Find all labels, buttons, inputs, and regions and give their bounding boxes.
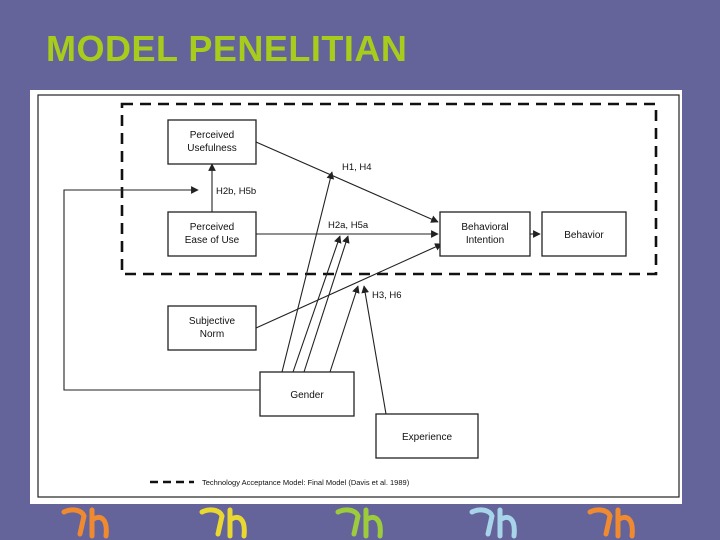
node-label-line1: Behavior [564,230,604,241]
node-label-line2: Ease of Use [185,235,240,246]
edge-gender-loop-to-h2b [63,186,260,391]
node-experience: Experience [375,413,479,459]
edge-gender-to-h3 [329,285,360,373]
node-subjective-norm: Subjective Norm [167,305,257,351]
hook-glyph-icon [199,507,247,539]
node-label-line2: Usefulness [187,143,236,154]
footer-decoration [0,504,720,540]
edge-gender-to-h2a [292,235,342,373]
hypothesis-label-h1-h4: H1, H4 [342,162,372,173]
legend-text: Technology Acceptance Model: Final Model… [202,478,410,487]
edge-usefulness-to-intention [255,141,439,223]
node-label-line1: Gender [290,390,324,401]
edge-experience-to-h3 [361,285,387,415]
edge-norm-to-intention [255,243,443,329]
tam-boundary-dashed [120,102,658,276]
hook-glyph-icon [335,507,383,539]
node-label-line1: Perceived [190,130,234,141]
hypothesis-label-h2a-h5a: H2a, H5a [328,220,369,231]
node-label-line2: Norm [200,329,224,340]
research-model-diagram: Perceived Usefulness Perceived Ease of U… [37,94,680,498]
edges [63,141,541,415]
node-label-line1: Behavioral [461,222,508,233]
edge-gender-to-h2a-b [303,235,350,373]
figure-frame [37,94,680,498]
research-model-figure: Perceived Usefulness Perceived Ease of U… [30,90,682,504]
node-label-line1: Subjective [189,316,236,327]
edge-gender-to-h1 [281,171,335,373]
footer-glyph-row [61,507,635,539]
node-behavioral-intention: Behavioral Intention [439,211,531,257]
node-perceived-usefulness: Perceived Usefulness [167,119,257,165]
node-behavior: Behavior [541,211,627,257]
hook-glyph-icon [587,507,635,539]
node-perceived-ease-of-use: Perceived Ease of Use [167,211,257,257]
hook-glyph-icon [61,507,109,539]
hypothesis-label-h2b-h5b: H2b, H5b [216,186,256,197]
slide-title: MODEL PENELITIAN [46,28,408,69]
node-label-line2: Intention [466,235,504,246]
node-label-line1: Perceived [190,222,234,233]
node-gender: Gender [259,371,355,417]
hypothesis-label-h3-h6: H3, H6 [372,290,402,301]
hook-glyph-icon [469,507,517,539]
node-label-line1: Experience [402,432,452,443]
